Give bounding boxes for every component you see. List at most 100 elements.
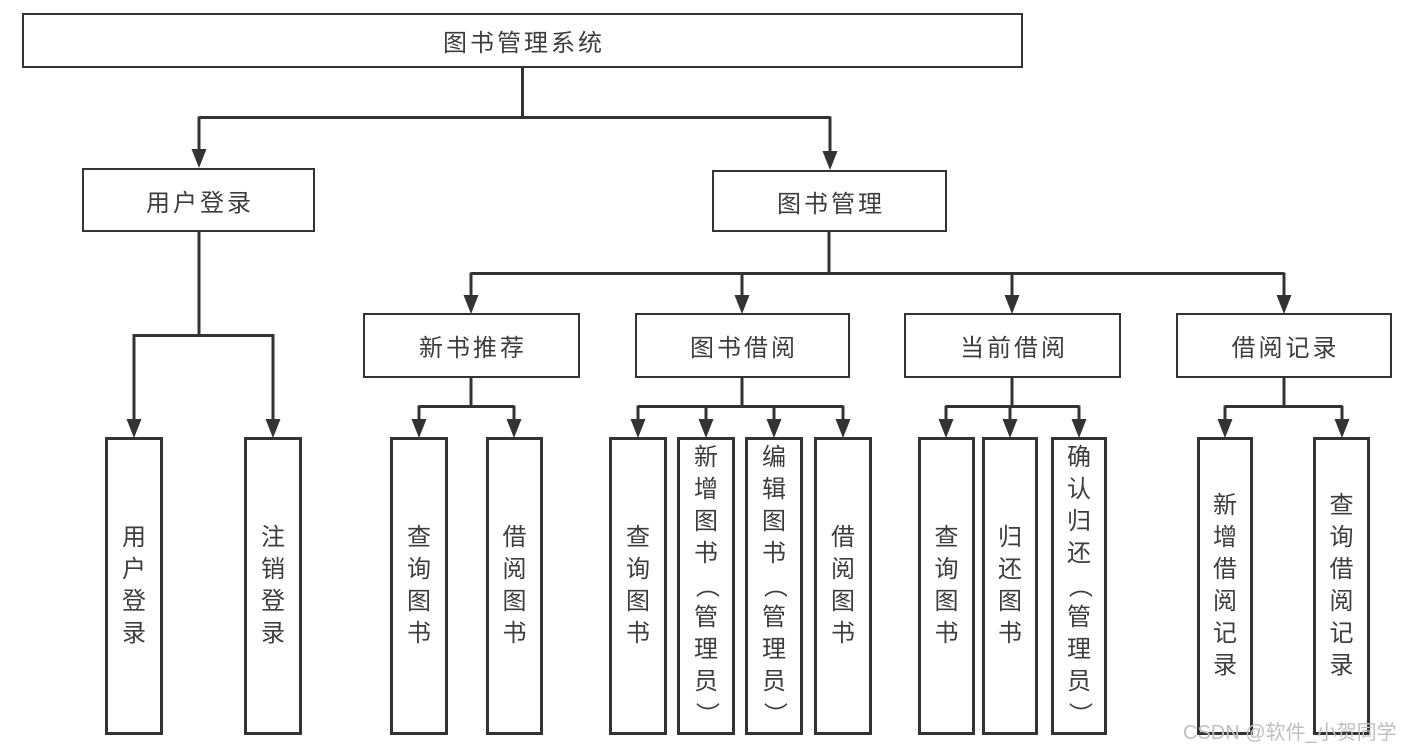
vertical-char: 还: [998, 556, 1022, 583]
arrowhead-down: [463, 295, 479, 314]
vertical-char: 查: [1329, 492, 1354, 519]
vertical-char: 询: [626, 556, 650, 583]
node-book-management: 图书管理: [712, 170, 947, 232]
node-user-login: 用户登录: [82, 168, 315, 232]
vertical-char: 图: [694, 508, 718, 535]
arrowhead-down: [1004, 295, 1020, 314]
vertical-char: 员: [1067, 668, 1091, 695]
vertical-char: 新: [1213, 492, 1237, 519]
vertical-char: 理: [1067, 636, 1091, 663]
vertical-char: 书: [762, 540, 786, 567]
vertical-char: 户: [122, 556, 146, 583]
node-label: 当前借阅: [960, 335, 1068, 362]
node-label: 查询图书: [393, 522, 445, 650]
vertical-char: 编: [762, 444, 786, 471]
vertical-char: 录: [122, 620, 146, 647]
vertical-char: 还: [1067, 540, 1091, 567]
node-label: 查询借阅记录: [1316, 490, 1367, 682]
arrowhead-down: [126, 419, 142, 438]
arrowhead-down: [630, 419, 646, 438]
vertical-char: 管: [694, 604, 718, 631]
vertical-char: ）: [1066, 702, 1093, 726]
node-borrowing-records: 借阅记录: [1176, 313, 1392, 378]
vertical-char: 管: [1067, 604, 1091, 631]
vertical-char: 书: [502, 620, 527, 647]
vertical-char: 图: [998, 588, 1022, 615]
vertical-char: 书: [694, 540, 718, 567]
vertical-char: 登: [122, 588, 146, 615]
vertical-char: ）: [761, 702, 788, 726]
vertical-char: 查: [407, 524, 431, 551]
vertical-char: 员: [694, 668, 718, 695]
vertical-char: 书: [934, 620, 959, 647]
vertical-char: 登: [261, 588, 285, 615]
vertical-char: 用: [122, 524, 146, 551]
node-label: 图书管理系统: [443, 30, 605, 57]
vertical-char: 借: [502, 524, 527, 551]
arrowhead-down: [1334, 419, 1350, 438]
node-label: 借阅图书: [817, 522, 869, 650]
arrowhead-down: [506, 419, 522, 438]
leaf-confirm-return-admin: 确认归还（管理员）: [1051, 437, 1107, 735]
vertical-char: 书: [407, 620, 431, 647]
vertical-char: 增: [694, 476, 718, 503]
vertical-char: 归: [998, 524, 1022, 551]
vertical-char: 员: [762, 668, 786, 695]
vertical-char: 确: [1067, 444, 1091, 471]
leaf-logout: 注销登录: [244, 437, 302, 735]
vertical-char: 询: [407, 556, 431, 583]
vertical-char: 记: [1329, 620, 1354, 647]
vertical-char: 图: [502, 588, 527, 615]
vertical-char: 借: [1329, 556, 1354, 583]
arrowhead-down: [1276, 295, 1292, 314]
vertical-char: （: [1066, 574, 1093, 598]
vertical-char: 图: [762, 508, 786, 535]
vertical-char: 理: [694, 636, 718, 663]
vertical-char: 查: [626, 524, 650, 551]
node-label: 新增借阅记录: [1200, 490, 1250, 682]
arrowhead-down: [822, 151, 838, 170]
node-label: 用户登录: [108, 522, 160, 650]
node-label: 查询图书: [612, 522, 664, 650]
arrowhead-down: [191, 149, 207, 168]
vertical-char: 阅: [831, 556, 855, 583]
vertical-char: 增: [1213, 524, 1237, 551]
arrowhead-down: [1071, 419, 1087, 438]
arrowhead-down: [1002, 419, 1018, 438]
arrowhead-down: [698, 419, 714, 438]
vertical-char: 查: [934, 524, 959, 551]
vertical-char: 录: [1329, 652, 1354, 679]
arrowheads: [126, 149, 1350, 438]
vertical-char: 书: [626, 620, 650, 647]
arrowhead-down: [265, 419, 281, 438]
vertical-char: 注: [261, 524, 285, 551]
node-library-system: 图书管理系统: [22, 13, 1023, 68]
vertical-char: 书: [998, 620, 1022, 647]
vertical-char: 图: [934, 588, 959, 615]
arrowhead-down: [938, 419, 954, 438]
node-label: 借阅图书: [489, 522, 540, 650]
vertical-char: 录: [1213, 652, 1237, 679]
vertical-char: 阅: [502, 556, 527, 583]
vertical-char: （: [761, 574, 788, 598]
arrowhead-down: [766, 419, 782, 438]
vertical-char: 销: [261, 556, 285, 583]
vertical-char: 图: [626, 588, 650, 615]
leaf-user-login: 用户登录: [105, 437, 163, 735]
leaf-query-books-borrowing: 查询图书: [609, 437, 667, 735]
arrowhead-down: [835, 419, 851, 438]
vertical-char: 书: [831, 620, 855, 647]
node-label: 查询图书: [921, 522, 972, 650]
node-label: 编辑图书（管理员）: [748, 442, 800, 730]
vertical-char: 管: [762, 604, 786, 631]
node-label: 图书借阅: [690, 335, 798, 362]
vertical-char: 借: [831, 524, 855, 551]
leaf-query-books-recommend: 查询图书: [390, 437, 448, 735]
vertical-char: 记: [1213, 620, 1237, 647]
csdn-watermark: CSDN @软件_小贺同学: [1183, 722, 1397, 744]
leaf-borrow-books-recommend: 借阅图书: [486, 437, 543, 735]
node-label: 图书管理: [777, 190, 885, 218]
leaf-return-book: 归还图书: [982, 437, 1038, 735]
